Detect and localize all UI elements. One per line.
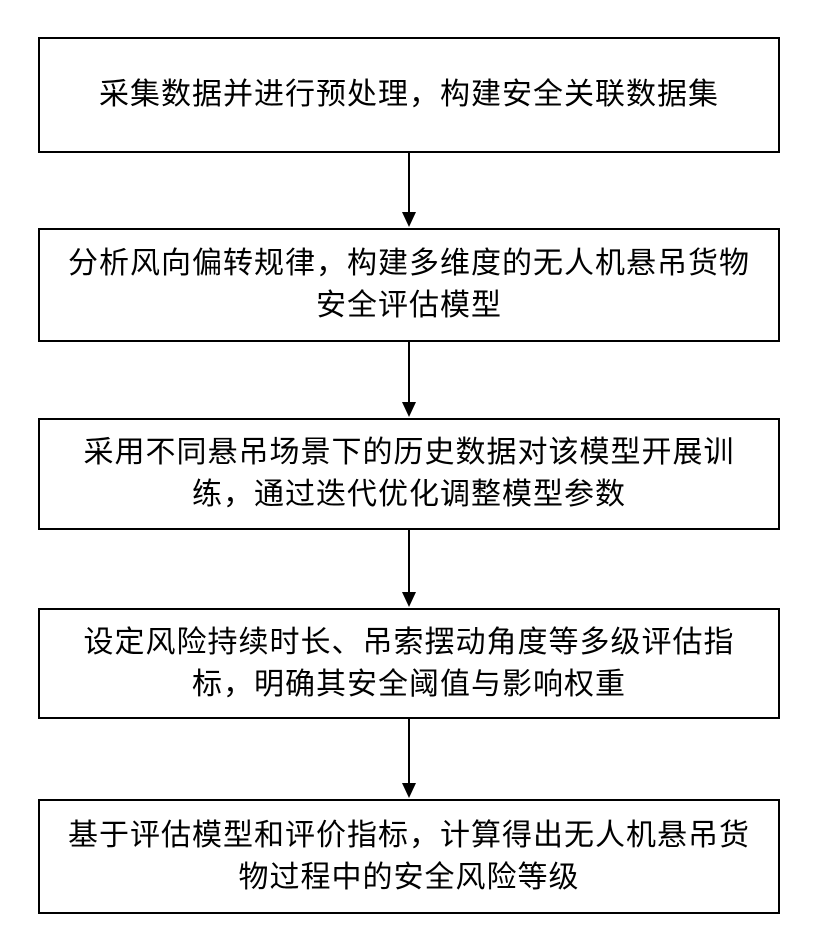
arrow-head	[402, 212, 416, 227]
arrow-1-to-2	[402, 153, 416, 227]
arrow-2-to-3	[402, 342, 416, 417]
arrow-4-to-5	[402, 719, 416, 798]
arrow-3-to-4	[402, 530, 416, 607]
arrow-head	[402, 402, 416, 417]
arrow-head	[402, 592, 416, 607]
arrow-head	[402, 783, 416, 798]
